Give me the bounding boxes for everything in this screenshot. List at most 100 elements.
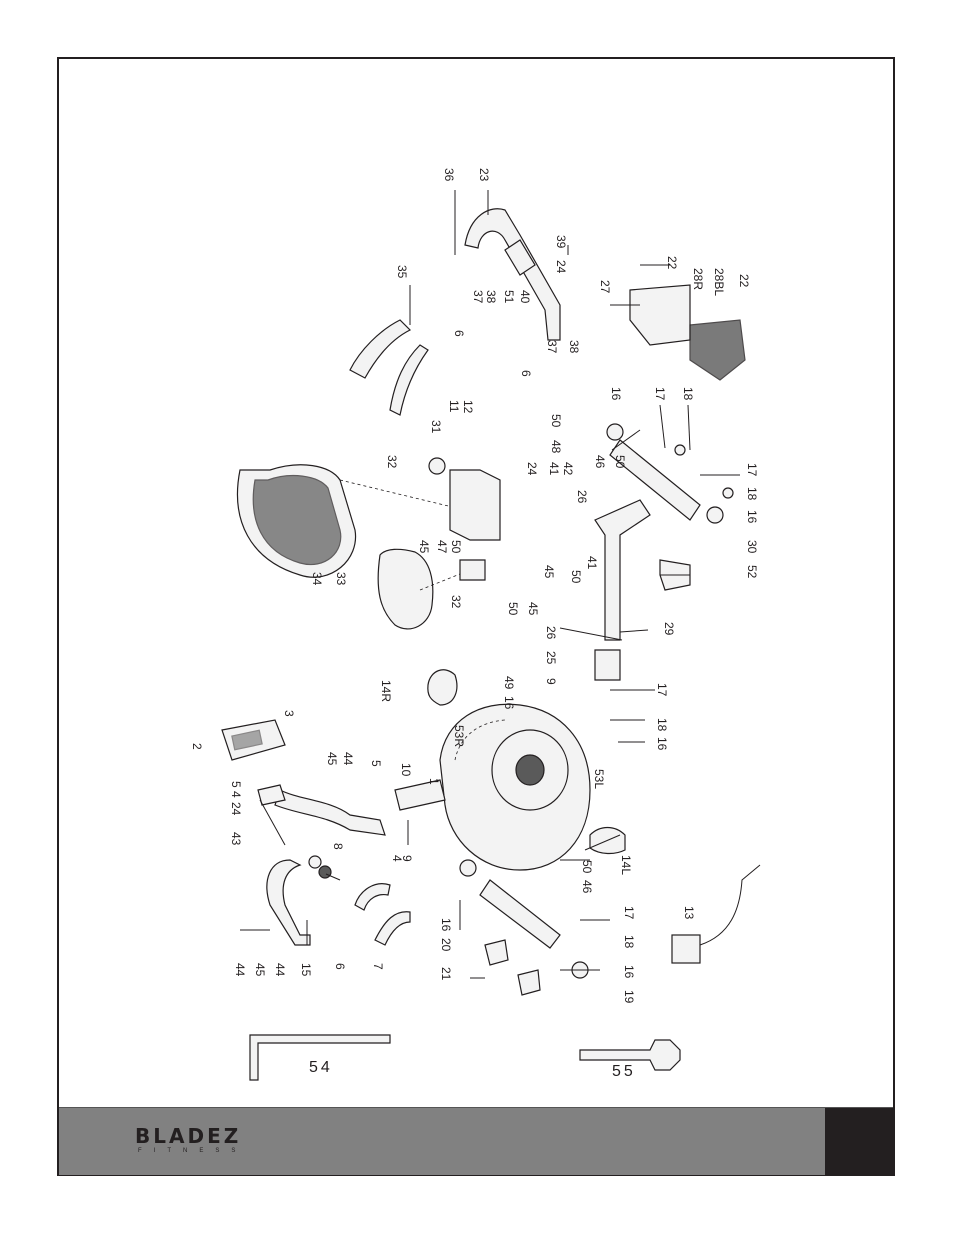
rear-handlebar-left bbox=[349, 319, 412, 379]
callout-18-a: 18 bbox=[622, 935, 636, 949]
callout-41-a: 41 bbox=[585, 556, 599, 570]
shroud-28BL bbox=[689, 319, 746, 381]
callout-46-a: 46 bbox=[580, 880, 594, 894]
callout-29: 29 bbox=[662, 622, 676, 636]
wrench bbox=[579, 1039, 681, 1071]
callout-9-b: 9 bbox=[544, 678, 558, 685]
hex-key bbox=[249, 1034, 391, 1081]
callout-45-b: 45 bbox=[253, 963, 267, 977]
callout-44-a: 44 bbox=[341, 752, 355, 766]
callout-17-c: 17 bbox=[745, 463, 759, 477]
callout-12: 12 bbox=[461, 400, 475, 414]
callout-4-b: 4 bbox=[390, 855, 404, 862]
callout-16-a: 16 bbox=[439, 918, 453, 932]
callout-46-b: 46 bbox=[593, 455, 607, 469]
power-adapter bbox=[671, 934, 701, 964]
console-mast bbox=[274, 789, 386, 836]
callout-49: 49 bbox=[502, 676, 516, 690]
callout-38-b: 38 bbox=[567, 340, 581, 354]
brand-subtitle: FITNESS bbox=[138, 1148, 248, 1154]
callout-26-b: 26 bbox=[575, 490, 589, 504]
callout-21: 21 bbox=[439, 967, 453, 981]
callout-14L: 14L bbox=[619, 855, 633, 875]
callout-45-d: 45 bbox=[526, 602, 540, 616]
callout-22-a: 22 bbox=[665, 256, 679, 270]
callout-10: 10 bbox=[399, 763, 413, 777]
callout-50-f: 50 bbox=[449, 540, 463, 554]
callout-22-b: 22 bbox=[737, 274, 751, 288]
callout-53L: 53L bbox=[592, 769, 606, 789]
callout-44-c: 44 bbox=[273, 963, 287, 977]
shroud-28R bbox=[629, 284, 691, 346]
callout-26-a: 26 bbox=[544, 626, 558, 640]
callout-17-a: 17 bbox=[622, 906, 636, 920]
callout-47: 47 bbox=[435, 540, 449, 554]
callout-37-b: 37 bbox=[545, 340, 559, 354]
callout-7: 7 bbox=[371, 963, 385, 970]
page-number-tab bbox=[825, 1108, 893, 1175]
callout-44-b: 44 bbox=[233, 963, 247, 977]
callout-6-c: 6 bbox=[519, 370, 533, 377]
callout-50-b: 50 bbox=[613, 455, 627, 469]
callout-28R: 28R bbox=[691, 268, 705, 290]
callout-15: 15 bbox=[299, 963, 313, 977]
callout-24-a: 24 bbox=[229, 802, 243, 816]
callout-11: 11 bbox=[447, 400, 461, 413]
callout-32-a: 32 bbox=[385, 455, 399, 469]
callout-2: 2 bbox=[190, 743, 204, 750]
callout-36: 36 bbox=[442, 168, 456, 182]
brand-logo: BLADEZ FITNESS bbox=[135, 1126, 247, 1154]
callout-18-b: 18 bbox=[655, 718, 669, 732]
callout-30: 30 bbox=[745, 540, 759, 554]
callout-42: 42 bbox=[561, 462, 575, 476]
callout-34: 34 bbox=[310, 572, 324, 586]
callout-9-a: 9 bbox=[400, 855, 414, 862]
callout-27: 27 bbox=[598, 280, 612, 294]
handle-grip-lower bbox=[374, 911, 411, 946]
callout-5-b: 5 bbox=[369, 760, 383, 767]
callout-25: 25 bbox=[544, 651, 558, 665]
rear-stabilizer bbox=[609, 439, 701, 521]
callout-39: 39 bbox=[554, 235, 568, 249]
callout-20: 20 bbox=[439, 938, 453, 952]
callout-45-c: 45 bbox=[542, 565, 556, 579]
callout-50-a: 50 bbox=[580, 860, 594, 874]
callout-5-a: 5 bbox=[229, 781, 243, 788]
callout-24-b: 24 bbox=[525, 462, 539, 476]
callout-45-a: 45 bbox=[325, 752, 339, 766]
seat-back-mesh bbox=[252, 475, 342, 566]
callout-40: 40 bbox=[518, 290, 532, 304]
callout-6-a: 6 bbox=[333, 963, 347, 970]
front-handlebar bbox=[266, 859, 311, 946]
footer-bar: BLADEZ FITNESS bbox=[59, 1107, 893, 1175]
callout-31: 31 bbox=[429, 420, 443, 434]
callout-50-c: 50 bbox=[569, 570, 583, 584]
callout-51: 51 bbox=[502, 290, 516, 304]
callout-8: 8 bbox=[331, 843, 345, 850]
upper-handlebar bbox=[464, 208, 561, 341]
callout-24-c: 24 bbox=[554, 260, 568, 274]
callout-54: 54 bbox=[309, 1059, 333, 1076]
callout-19: 19 bbox=[622, 990, 636, 1004]
cover-14R bbox=[427, 669, 458, 706]
callout-45-e: 45 bbox=[417, 540, 431, 554]
callout-13: 13 bbox=[682, 906, 696, 920]
callout-23: 23 bbox=[477, 168, 491, 182]
seat-post bbox=[594, 499, 651, 641]
callout-3: 3 bbox=[282, 710, 296, 717]
callout-18-d: 18 bbox=[681, 387, 695, 401]
callout-55: 55 bbox=[612, 1063, 636, 1080]
rear-handlebar-right bbox=[389, 344, 429, 416]
callout-16-c: 16 bbox=[502, 696, 516, 710]
callout-33: 33 bbox=[334, 572, 348, 586]
tube-25 bbox=[594, 649, 621, 681]
callout-6-b: 6 bbox=[452, 330, 466, 337]
callout-28BL: 28BL bbox=[712, 268, 726, 296]
callout-48: 48 bbox=[549, 440, 563, 454]
callout-41-b: 41 bbox=[547, 462, 561, 476]
callout-52: 52 bbox=[745, 565, 759, 579]
callout-16-e: 16 bbox=[745, 510, 759, 524]
callout-50-e: 50 bbox=[549, 414, 563, 428]
callout-14R: 14R bbox=[379, 680, 393, 702]
callout-43: 43 bbox=[229, 832, 243, 846]
